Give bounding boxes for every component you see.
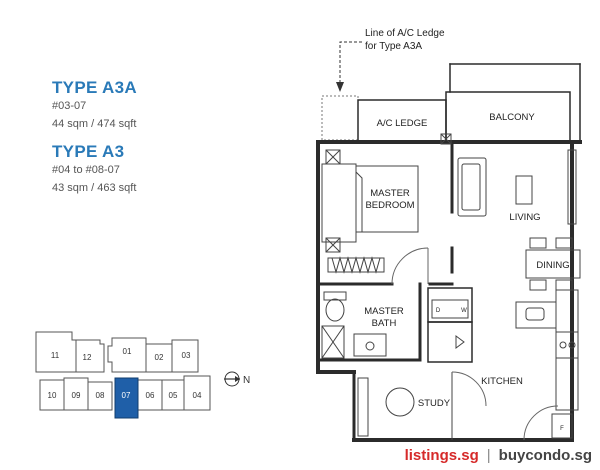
- key-plan-unit-12: [75, 339, 105, 373]
- appliance-label-dryer: D: [436, 308, 441, 314]
- unit-type-a3a-title: TYPE A3A: [52, 78, 137, 97]
- room-label-master-bath-2: BATH: [372, 318, 397, 329]
- watermark: listings.sg | buycondo.sg: [405, 447, 592, 464]
- toilet-bowl: [325, 298, 345, 322]
- wardrobe: [321, 163, 357, 243]
- unit-type-a3a-numbers: #03-07: [52, 100, 87, 112]
- room-label-dining: DINING: [536, 260, 569, 271]
- key-plan-label-11: 11: [51, 351, 60, 360]
- room-label-master-bedroom-1: MASTER: [370, 188, 410, 199]
- key-plan-unit-07-highlight: [114, 377, 139, 419]
- key-plan-label-04: 04: [193, 391, 202, 400]
- key-plan-label-08: 08: [96, 391, 105, 400]
- unit-type-a3-area: 43 sqm / 463 sqft: [52, 182, 137, 194]
- room-label-study: STUDY: [418, 398, 451, 409]
- room-label-master-bath-1: MASTER: [364, 306, 404, 317]
- toilet-cistern: [323, 291, 347, 301]
- callout-line-1: Line of A/C Ledge: [365, 28, 445, 39]
- ledge-vent-icon: [440, 133, 452, 145]
- key-plan-unit-08: [87, 381, 113, 411]
- fridge: [551, 413, 573, 439]
- ac-ledge-callout: Line of A/C Ledge for Type A3A: [336, 28, 445, 92]
- room-label-balcony: BALCONY: [489, 112, 535, 123]
- room-label-living: LIVING: [509, 212, 540, 223]
- watermark-site-b: buycondo.sg: [498, 447, 592, 464]
- dining-table: [525, 249, 581, 279]
- unit-type-a3a-area: 44 sqm / 474 sqft: [52, 118, 137, 130]
- utility-door-icon: [455, 335, 465, 349]
- north-label: N: [243, 375, 250, 386]
- north-arrow-icon: N: [224, 371, 250, 387]
- main-door-swing: [523, 405, 559, 441]
- key-plan-label-06: 06: [146, 391, 155, 400]
- key-plan-unit-03: [171, 339, 199, 373]
- bedroom-door-swing: [391, 247, 429, 285]
- unit-type-a3-numbers: #04 to #08-07: [52, 164, 120, 176]
- key-plan-label-01: 01: [123, 347, 132, 356]
- watermark-site-a: listings.sg: [404, 447, 479, 464]
- key-plan-unit-04: [183, 375, 211, 411]
- watermark-separator: |: [486, 447, 491, 464]
- unit-type-a3-title: TYPE A3: [52, 142, 125, 161]
- tv-console: [567, 149, 577, 225]
- key-plan-label-05: 05: [169, 391, 178, 400]
- aircon-unit-icon: [325, 149, 341, 165]
- key-plan-unit-01: [107, 337, 173, 373]
- wash-basin: [353, 333, 387, 357]
- room-label-master-bedroom-2: BEDROOM: [365, 200, 414, 211]
- shower-area: [321, 325, 345, 359]
- ac-ledge-a3a-outline: [321, 95, 359, 141]
- key-plan-label-07: 07: [122, 391, 131, 400]
- callout-line-2: for Type A3A: [365, 41, 422, 52]
- bed: [355, 165, 419, 233]
- key-plan-label-10: 10: [48, 391, 57, 400]
- appliance-label-fridge: F: [560, 426, 564, 432]
- sofa: [457, 157, 487, 217]
- room-label-ac-ledge: A/C LEDGE: [377, 118, 428, 129]
- study-desk: [357, 377, 369, 437]
- key-plan-label-12: 12: [83, 353, 92, 362]
- coffee-table: [515, 175, 533, 205]
- kitchen-sink-counter: [515, 301, 557, 329]
- appliance-label-washer: W: [461, 308, 467, 314]
- aircon-unit-icon-2: [325, 237, 341, 253]
- room-label-kitchen: KITCHEN: [481, 376, 523, 387]
- key-plan-label-09: 09: [72, 391, 81, 400]
- study-chair: [385, 387, 415, 417]
- key-plan-label-03: 03: [182, 351, 191, 360]
- key-plan-label-02: 02: [155, 353, 164, 362]
